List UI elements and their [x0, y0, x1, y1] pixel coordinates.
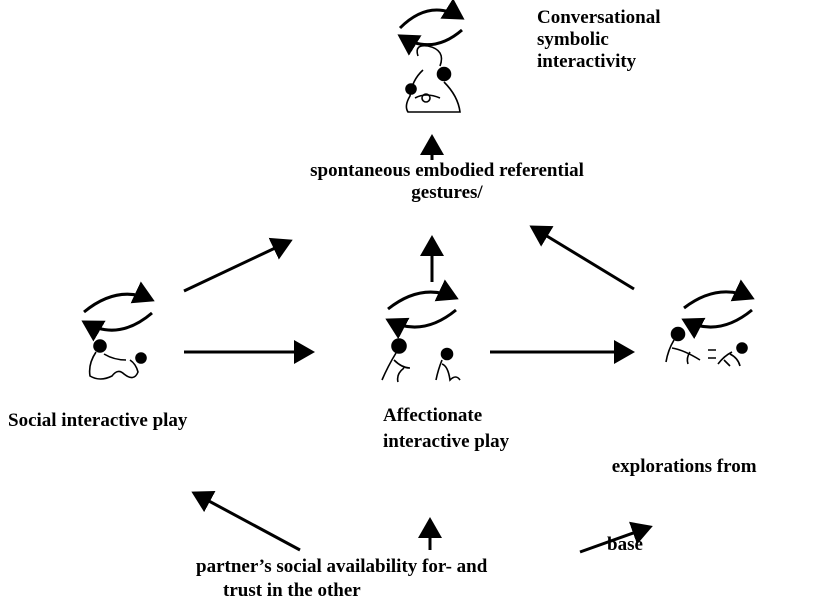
figure-icon-social [88, 339, 147, 380]
arrow-partner-to-explorations [579, 521, 653, 554]
figure-icon-top [405, 44, 461, 113]
label-conversational-line-3: interactivity [537, 51, 637, 72]
label-partner-line-1: partner’s social availability for- and [196, 556, 488, 577]
label-conversational: Conversational symbolic interactivity [537, 7, 661, 73]
figure-icon-explorations [665, 326, 748, 367]
label-social-play: Social interactive play [8, 410, 187, 432]
label-conversational-line-2: symbolic [537, 29, 609, 50]
label-partner: partner’s social availability for- and t… [196, 555, 487, 603]
connector-arrows [183, 134, 653, 554]
label-affectionate-line-1: Affectionate [383, 405, 483, 426]
cycle-icon-social [81, 281, 155, 342]
label-gestures-line-2: gestures/ [411, 182, 483, 203]
label-gestures: spontaneous embodied referential gesture… [248, 160, 646, 204]
arrow-partner-to-social [191, 490, 301, 552]
label-explorations-line-1: explorations from [607, 456, 757, 477]
arrow-explorations-to-gestures [529, 225, 635, 291]
label-explorations: explorations from base [607, 402, 757, 584]
arrow-social-to-gestures [183, 237, 293, 293]
cycle-icon-affectionate [385, 279, 459, 340]
label-affectionate-play: Affectionate interactive play [383, 403, 509, 455]
cycle-icon-top [397, 0, 465, 56]
cycle-icon-explorations [681, 279, 755, 340]
figure-icon-affectionate [381, 338, 461, 383]
label-explorations-line-2: base [607, 534, 643, 555]
label-gestures-line-1: spontaneous embodied referential [310, 160, 584, 181]
label-partner-line-2: trust in the other [223, 580, 361, 601]
label-social-play-text: Social interactive play [8, 410, 188, 431]
label-affectionate-line-2: interactive play [383, 431, 510, 452]
label-conversational-line-1: Conversational [537, 7, 661, 28]
